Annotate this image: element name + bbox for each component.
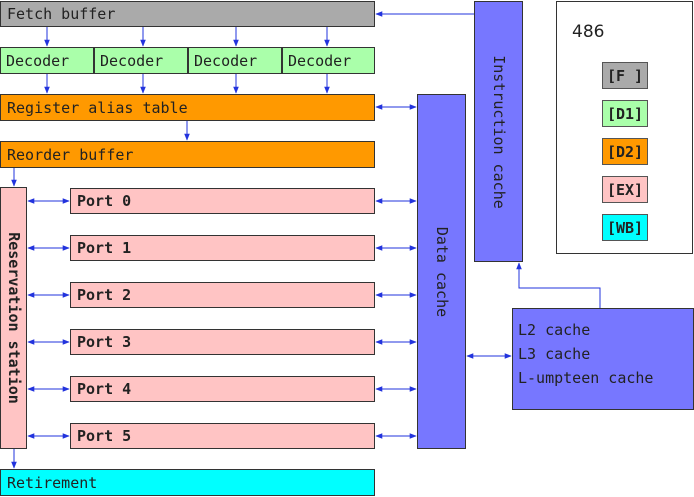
legend-title: 486 <box>572 22 605 42</box>
port-1: Port 1 <box>70 235 375 261</box>
port-2: Port 2 <box>70 282 375 308</box>
legend-decode-1: [D1] <box>602 100 648 127</box>
legend-decode-2-label: [D2] <box>606 142 644 161</box>
arrow-outer-icache <box>516 262 601 308</box>
reorder-buffer: Reorder buffer <box>0 141 375 168</box>
decoder-label: Decoder <box>194 51 258 70</box>
port-5: Port 5 <box>70 423 375 449</box>
data-cache: Data cache <box>417 94 466 449</box>
reservation-station: Reservation station <box>0 187 27 449</box>
decoder-label: Decoder <box>6 51 70 70</box>
port-3: Port 3 <box>70 329 375 355</box>
port-label: Port 4 <box>77 380 132 398</box>
outer-caches-list: L2 cache L3 cache L-umpteen cache <box>518 318 653 390</box>
retirement-label: Retirement <box>7 473 98 492</box>
port-label: Port 5 <box>77 427 132 445</box>
legend-writeback-label: [WB] <box>606 218 644 237</box>
legend-decode-1-label: [D1] <box>606 104 644 123</box>
fetch-buffer-label: Fetch buffer <box>7 5 116 23</box>
port-0: Port 0 <box>70 188 375 214</box>
instruction-cache: Instruction cache <box>474 1 523 262</box>
legend-execute-label: [EX] <box>606 180 644 199</box>
legend-writeback: [WB] <box>602 214 648 241</box>
decoder-label: Decoder <box>288 51 352 70</box>
l2-cache-label: L2 cache <box>518 321 591 339</box>
l3-cache-label: L3 cache <box>518 345 591 363</box>
retirement: Retirement <box>0 469 375 496</box>
port-label: Port 0 <box>77 192 132 210</box>
port-label: Port 2 <box>77 286 132 304</box>
legend-fetch: [F ] <box>602 62 648 89</box>
outer-caches: L2 cache L3 cache L-umpteen cache <box>512 308 694 410</box>
port-label: Port 3 <box>77 333 132 351</box>
decoder-4: Decoder <box>282 47 375 74</box>
legend: 486 [F ] [D1] [D2] [EX] [WB] <box>556 1 693 254</box>
fetch-buffer: Fetch buffer <box>0 1 375 27</box>
legend-decode-2: [D2] <box>602 138 648 165</box>
l-umpteen-cache-label: L-umpteen cache <box>518 369 654 387</box>
reorder-buffer-label: Reorder buffer <box>7 145 134 164</box>
register-alias-table: Register alias table <box>0 94 375 121</box>
legend-execute: [EX] <box>602 176 648 203</box>
legend-fetch-label: [F ] <box>606 66 644 85</box>
port-label: Port 1 <box>77 239 132 257</box>
decoder-label: Decoder <box>100 51 164 70</box>
decoder-1: Decoder <box>0 47 94 74</box>
register-alias-table-label: Register alias table <box>7 98 188 117</box>
decoder-3: Decoder <box>188 47 282 74</box>
port-4: Port 4 <box>70 376 375 402</box>
decoder-2: Decoder <box>94 47 188 74</box>
